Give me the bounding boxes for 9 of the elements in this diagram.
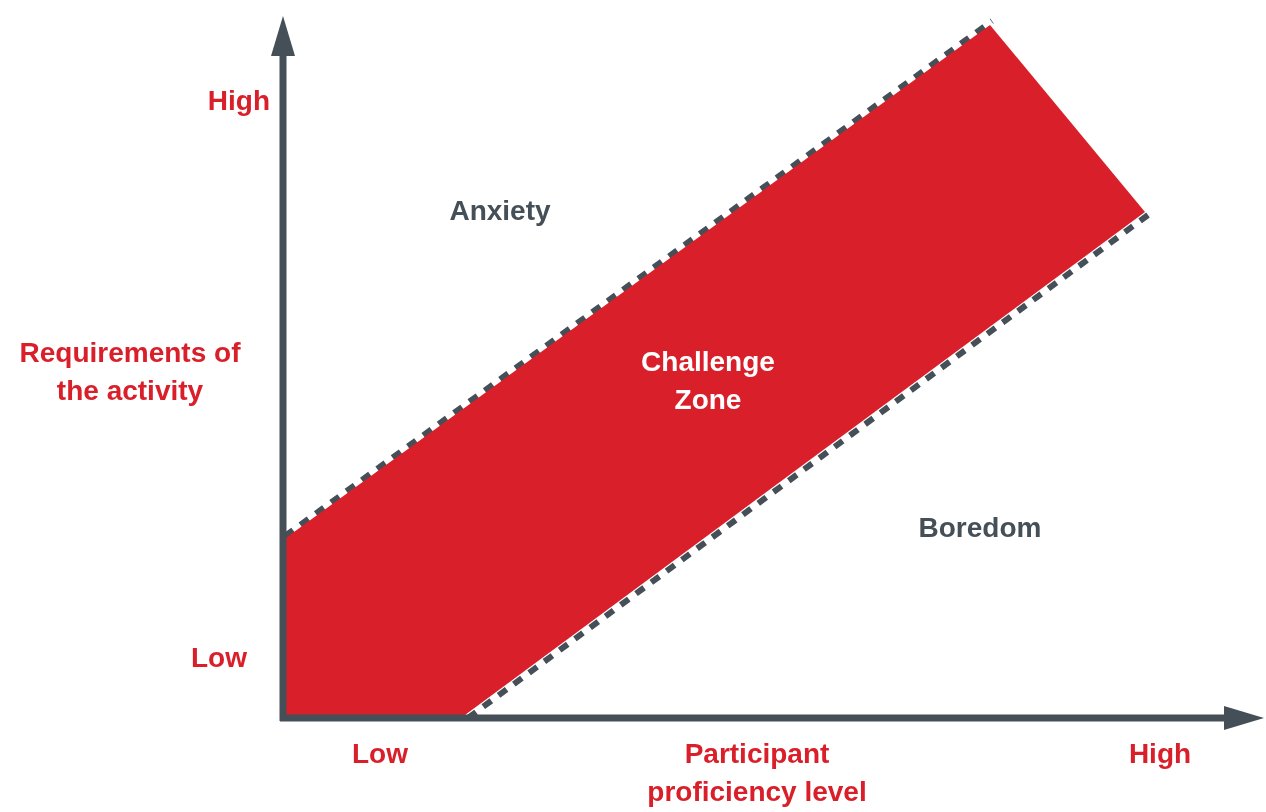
axis-title: Participant proficiency level [646, 737, 868, 809]
region-label: Boredom [917, 511, 1043, 545]
zone-label: Challenge Zone [640, 345, 776, 417]
axis-title: Requirements of the activity [18, 336, 242, 408]
tick-label: High [1127, 737, 1193, 771]
tick-label: High [206, 84, 270, 118]
tick-label: Low [351, 737, 409, 771]
tick-label: Low [190, 641, 247, 675]
region-label: Anxiety [448, 194, 552, 228]
